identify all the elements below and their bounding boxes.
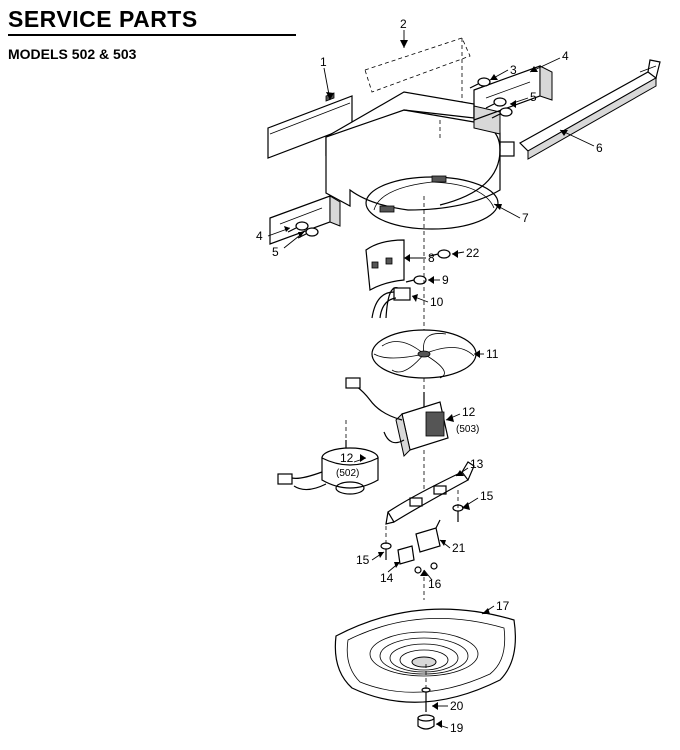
part-20-19-fasteners xyxy=(417,687,435,730)
callout-12-503: 12 xyxy=(462,405,476,419)
callout-19: 19 xyxy=(450,721,464,735)
callout-6: 6 xyxy=(596,141,603,155)
callout-5-lower: 5 xyxy=(272,245,279,259)
callout-21: 21 xyxy=(452,541,466,555)
callout-2: 2 xyxy=(400,17,407,31)
callout-3: 3 xyxy=(510,63,517,77)
part-2-top-plate xyxy=(364,37,471,130)
part-12-motor-503 xyxy=(345,377,449,457)
callout-1: 1 xyxy=(320,55,327,69)
callout-13: 13 xyxy=(470,457,484,471)
callout-4-lower: 4 xyxy=(256,229,263,243)
callout-12-502: 12 xyxy=(340,451,354,465)
part-15-screw-left xyxy=(380,542,392,560)
callout-16: 16 xyxy=(428,577,442,591)
part-10-connector xyxy=(371,287,411,319)
callout-4: 4 xyxy=(562,49,569,63)
callout-5: 5 xyxy=(530,90,537,104)
page-subtitle: MODELS 502 & 503 xyxy=(8,46,137,62)
assembly-axis-lines xyxy=(345,196,459,690)
callout-20: 20 xyxy=(450,699,464,713)
part-8-wiring-plate xyxy=(365,239,405,291)
part-4-bracket-lower xyxy=(269,195,341,245)
part-21-clip xyxy=(415,519,441,553)
page-title: SERVICE PARTS xyxy=(8,6,198,32)
callout-arrowheads xyxy=(284,40,568,728)
part-17-grille xyxy=(334,608,516,703)
callout-22: 22 xyxy=(466,246,480,260)
part-4-bracket-top xyxy=(473,65,553,121)
part-11-fan-blade xyxy=(371,329,477,379)
callout-7: 7 xyxy=(522,211,529,225)
callout-15-right: 15 xyxy=(480,489,494,503)
part-13-motor-bracket xyxy=(385,461,475,525)
callout-17: 17 xyxy=(496,599,510,613)
part-16-nuts xyxy=(414,562,438,574)
callout-10: 10 xyxy=(430,295,444,309)
part-5-screws-top xyxy=(485,97,513,119)
part-14-clip xyxy=(397,545,415,565)
part-9-screw xyxy=(405,275,427,285)
callout-11: 11 xyxy=(486,347,499,361)
part-12-motor-502 xyxy=(277,440,379,495)
part-6-hanger-bar xyxy=(519,59,661,160)
callout-9: 9 xyxy=(442,273,449,287)
callout-15-left: 15 xyxy=(356,553,370,567)
callout-12-503-note: (503) xyxy=(456,424,479,435)
part-5-screws-lower xyxy=(287,221,319,239)
part-22-screw xyxy=(429,249,451,259)
callout-8: 8 xyxy=(428,251,435,265)
title-rule xyxy=(8,34,296,36)
part-3-screw xyxy=(469,77,491,89)
callout-12-502-note: (502) xyxy=(336,468,359,479)
callout-14: 14 xyxy=(380,571,394,585)
part-7-housing xyxy=(325,91,515,230)
